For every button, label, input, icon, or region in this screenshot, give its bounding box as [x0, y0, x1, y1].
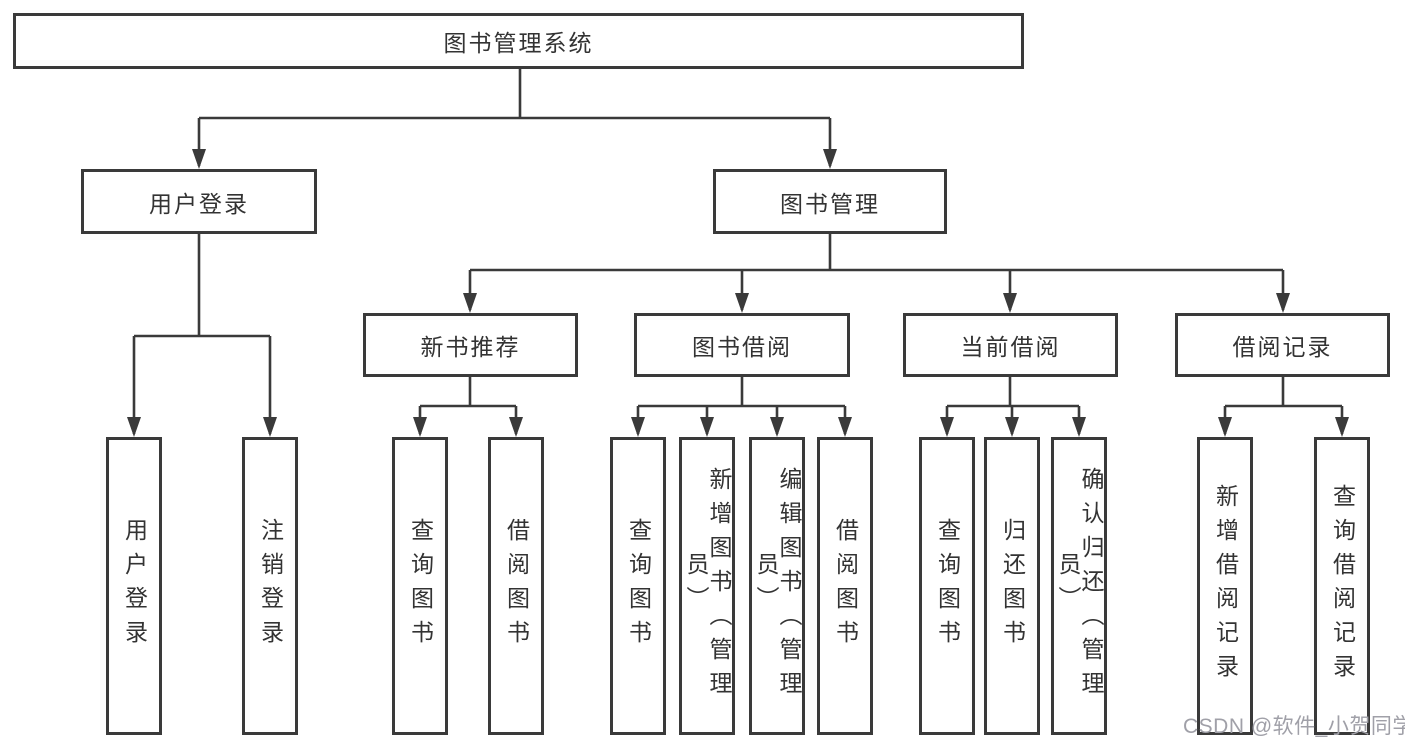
- leaf-br-add-record-label: 新增借阅记录: [1212, 484, 1239, 688]
- leaf-br-add-record: 新增借阅记录: [1197, 437, 1253, 735]
- leaf-nb-query-books-label: 查询图书: [407, 518, 434, 654]
- leaf-cb-confirm-return-admin-label: 确认归还（管理员）: [1055, 467, 1104, 705]
- connector-book-management-branch: [463, 234, 1290, 313]
- leaf-user-login-label: 用户登录: [121, 518, 148, 654]
- leaf-cb-confirm-return-admin: 确认归还（管理员）: [1051, 437, 1107, 735]
- node-borrowing-records: 借阅记录: [1175, 313, 1390, 377]
- leaf-br-query-record-label: 查询借阅记录: [1329, 484, 1356, 688]
- leaf-cb-query-books: 查询图书: [919, 437, 975, 735]
- leaf-logout: 注销登录: [242, 437, 298, 735]
- leaf-nb-query-books: 查询图书: [392, 437, 448, 735]
- leaf-bb-edit-book-admin-label: 编辑图书（管理员）: [753, 467, 802, 705]
- leaf-cb-return-books: 归还图书: [984, 437, 1040, 735]
- leaf-bb-add-book-admin-label: 新增图书（管理员）: [683, 467, 732, 705]
- leaf-bb-borrow-books: 借阅图书: [817, 437, 873, 735]
- node-root-system: 图书管理系统: [13, 13, 1024, 69]
- leaf-bb-query-books-label: 查询图书: [625, 518, 652, 654]
- connector-user-login-branch: [127, 234, 277, 437]
- leaf-nb-borrow-books-label: 借阅图书: [503, 518, 530, 654]
- leaf-logout-label: 注销登录: [257, 518, 284, 654]
- leaf-bb-edit-book-admin: 编辑图书（管理员）: [749, 437, 805, 735]
- leaf-user-login: 用户登录: [106, 437, 162, 735]
- node-book-management: 图书管理: [713, 169, 947, 234]
- leaf-br-query-record: 查询借阅记录: [1314, 437, 1370, 735]
- node-current-borrowing: 当前借阅: [903, 313, 1118, 377]
- leaf-bb-borrow-books-label: 借阅图书: [832, 518, 859, 654]
- leaf-nb-borrow-books: 借阅图书: [488, 437, 544, 735]
- csdn-watermark: CSDN @软件_小贺同学: [1183, 715, 1405, 738]
- leaf-bb-add-book-admin: 新增图书（管理员）: [679, 437, 735, 735]
- node-user-login: 用户登录: [81, 169, 317, 234]
- connector-borrow-record-branch: [1218, 377, 1349, 437]
- leaf-cb-query-books-label: 查询图书: [934, 518, 961, 654]
- node-book-borrowing: 图书借阅: [634, 313, 850, 377]
- leaf-cb-return-books-label: 归还图书: [999, 518, 1026, 654]
- connector-root-branch: [192, 69, 837, 169]
- connector-new-book-branch: [413, 377, 523, 437]
- leaf-bb-query-books: 查询图书: [610, 437, 666, 735]
- connector-book-borrow-branch: [631, 377, 852, 437]
- node-new-book-recommendation: 新书推荐: [363, 313, 578, 377]
- connector-current-borrow-branch: [940, 377, 1086, 437]
